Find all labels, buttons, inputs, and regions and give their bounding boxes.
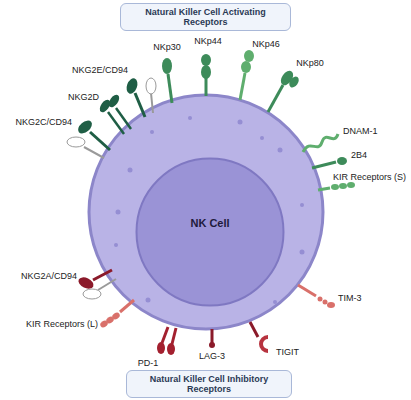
receptor-head (83, 289, 101, 299)
receptor-stem (240, 73, 245, 100)
granule (116, 210, 121, 215)
nucleus-outline (135, 157, 285, 307)
nucleus-shape (137, 159, 284, 306)
receptor-head (347, 182, 355, 188)
receptor-label: LAG-3 (199, 351, 225, 361)
receptor-stem (312, 162, 336, 168)
heading-box: Natural Killer Cell Activating Receptors (120, 3, 291, 31)
receptor-head (209, 342, 215, 348)
receptor-label: DNAM-1 (343, 126, 378, 136)
receptor-label: NKp46 (252, 39, 280, 49)
receptor-symbol (125, 77, 156, 117)
receptor-head (337, 157, 347, 165)
receptor-label: NKG2A/CD94 (21, 271, 77, 281)
receptor-head (162, 58, 172, 74)
heading-box: Natural Killer Cell Inhibitory Receptors (126, 370, 292, 398)
receptor-symbol (268, 69, 301, 112)
receptor-label: NKG2C/CD94 (15, 117, 72, 127)
receptor-stem (90, 132, 110, 150)
receptor-label: NKp44 (194, 36, 222, 46)
receptor-symbol (99, 300, 134, 329)
granule (146, 298, 151, 303)
receptor-head (201, 54, 211, 66)
heading-text: Natural Killer Cell Inhibitory Receptors (133, 374, 285, 395)
receptor-head (241, 61, 251, 73)
receptor-label: NKp80 (296, 58, 324, 68)
receptor-symbol (240, 50, 254, 100)
receptor-symbol (98, 93, 131, 134)
receptor-label: KIR Receptors (L) (26, 319, 98, 329)
receptor-stem (98, 279, 116, 290)
receptor-head (261, 337, 268, 351)
receptor-stem (250, 322, 258, 337)
receptor-head (67, 137, 85, 147)
granule (188, 116, 192, 120)
receptor-head (77, 275, 96, 291)
receptor-head (167, 343, 175, 355)
granule (150, 130, 154, 134)
receptor-label: TIM-3 (338, 293, 362, 303)
receptor-stem (84, 147, 104, 158)
nucleus-circle: NK Cell (135, 157, 285, 307)
granule (128, 168, 133, 173)
heading-text: Natural Killer Cell Activating Receptors (127, 7, 284, 28)
receptor-label: PD-1 (138, 358, 159, 368)
granule (300, 203, 304, 207)
receptor-head (157, 342, 165, 354)
cell-membrane (89, 95, 323, 329)
receptor-stem (211, 329, 214, 344)
receptor-symbol (312, 157, 347, 168)
receptor-head (327, 302, 335, 308)
receptor-label: TIGIT (276, 347, 299, 357)
receptor-stem (93, 270, 112, 280)
granule (300, 250, 305, 255)
receptor-head (146, 78, 156, 94)
receptor-stem (162, 327, 168, 343)
receptor-stem (298, 285, 316, 296)
receptor-head (107, 93, 122, 109)
receptor-stem (116, 108, 131, 129)
receptor-symbol (250, 322, 268, 351)
receptor-symbol (77, 270, 116, 299)
receptor-head (287, 75, 300, 89)
receptor-stem (205, 78, 208, 96)
receptor-label: NKG2E/CD94 (72, 65, 128, 75)
granule (238, 120, 243, 125)
granule (278, 148, 283, 153)
receptor-head (339, 183, 347, 189)
receptor-head (323, 300, 328, 305)
receptor-head (99, 319, 109, 329)
receptor-head (244, 50, 254, 62)
receptor-symbol (298, 285, 335, 308)
receptor-stem (318, 188, 330, 190)
receptor-symbol (67, 118, 110, 158)
receptor-symbol (157, 327, 176, 355)
receptor-symbol (318, 182, 355, 190)
receptor-head (318, 297, 323, 302)
receptor-label: KIR Receptors (S) (333, 172, 406, 182)
receptor-symbol (303, 134, 338, 152)
receptor-symbol (162, 58, 172, 103)
receptor-stem (303, 134, 338, 152)
receptor-head (125, 77, 140, 95)
granule (273, 300, 277, 304)
receptor-label: NKp30 (153, 42, 181, 52)
receptor-stem (120, 300, 134, 312)
nucleus-label: NK Cell (190, 217, 229, 229)
receptor-head (201, 65, 211, 79)
receptor-stem (135, 93, 145, 117)
receptor-stem (172, 328, 176, 344)
receptor-symbol (201, 54, 211, 96)
receptor-head (331, 184, 339, 190)
receptor-stem (268, 85, 283, 112)
granule (114, 243, 118, 247)
receptor-symbol (209, 329, 215, 348)
receptor-head (76, 118, 95, 136)
receptor-stem (151, 93, 153, 113)
receptor-stem (168, 74, 172, 103)
granule (260, 136, 264, 140)
receptor-label: NKG2D (68, 92, 99, 102)
receptor-label: 2B4 (351, 150, 367, 160)
